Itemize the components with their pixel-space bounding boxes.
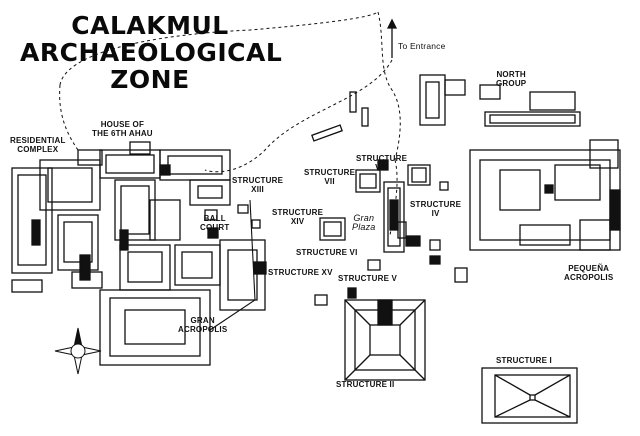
gran-plaza-ruins <box>311 91 468 306</box>
title-line-2: ARCHAEOLOGICAL <box>20 38 283 67</box>
title-line-1: CALAKMUL <box>71 11 229 40</box>
ball-court-marker <box>204 209 218 221</box>
to-entrance-label: To Entrance <box>398 41 446 51</box>
ball-court-wall <box>209 199 256 331</box>
structure-xv-label: STRUCTURE XV <box>268 268 333 277</box>
gran-acropolis-label: GRAN ACROPOLIS <box>178 316 228 334</box>
north-group-label: NORTH GROUP <box>496 70 527 88</box>
residential-complex-label: RESIDENTIAL COMPLEX <box>10 136 66 154</box>
gran-plaza-label: Gran Plaza <box>352 213 376 232</box>
north-group-ruins <box>419 74 581 127</box>
structure-xiv-label: STRUCTURE XIV <box>272 208 324 226</box>
pequena-acropolis-ruins <box>469 139 621 251</box>
compass-rose-icon <box>54 327 102 375</box>
structure-i-ruins <box>481 367 578 424</box>
structure-ii-pyramid <box>344 299 426 381</box>
entrance-arrow-icon <box>386 18 398 58</box>
title-line-3: ZONE <box>110 65 190 94</box>
structure-iv-label: STRUCTURE IV <box>410 200 462 218</box>
structure-xiii-label: STRUCTURE XIII <box>232 176 284 194</box>
gran-acropolis-ruins <box>11 141 267 366</box>
house-of-6th-ahau-label: HOUSE OF THE 6TH AHAU <box>92 120 153 138</box>
structure-vi-label: STRUCTURE VI <box>296 248 358 257</box>
structure-v-label: STRUCTURE V <box>338 274 398 283</box>
ball-court-label: BALL COURT <box>200 214 230 232</box>
structure-vii-label: STRUCTURE VII <box>304 168 356 186</box>
structure-viii-label: STRUCTURE VIII <box>356 154 408 172</box>
structure-ii-label: STRUCTURE II <box>336 380 395 389</box>
structure-i-label: STRUCTURE I <box>496 356 552 365</box>
map-title: CALAKMUL ARCHAEOLOGICAL ZONE <box>20 11 283 94</box>
pequena-acropolis-label: PEQUEÑA ACROPOLIS <box>564 264 614 282</box>
